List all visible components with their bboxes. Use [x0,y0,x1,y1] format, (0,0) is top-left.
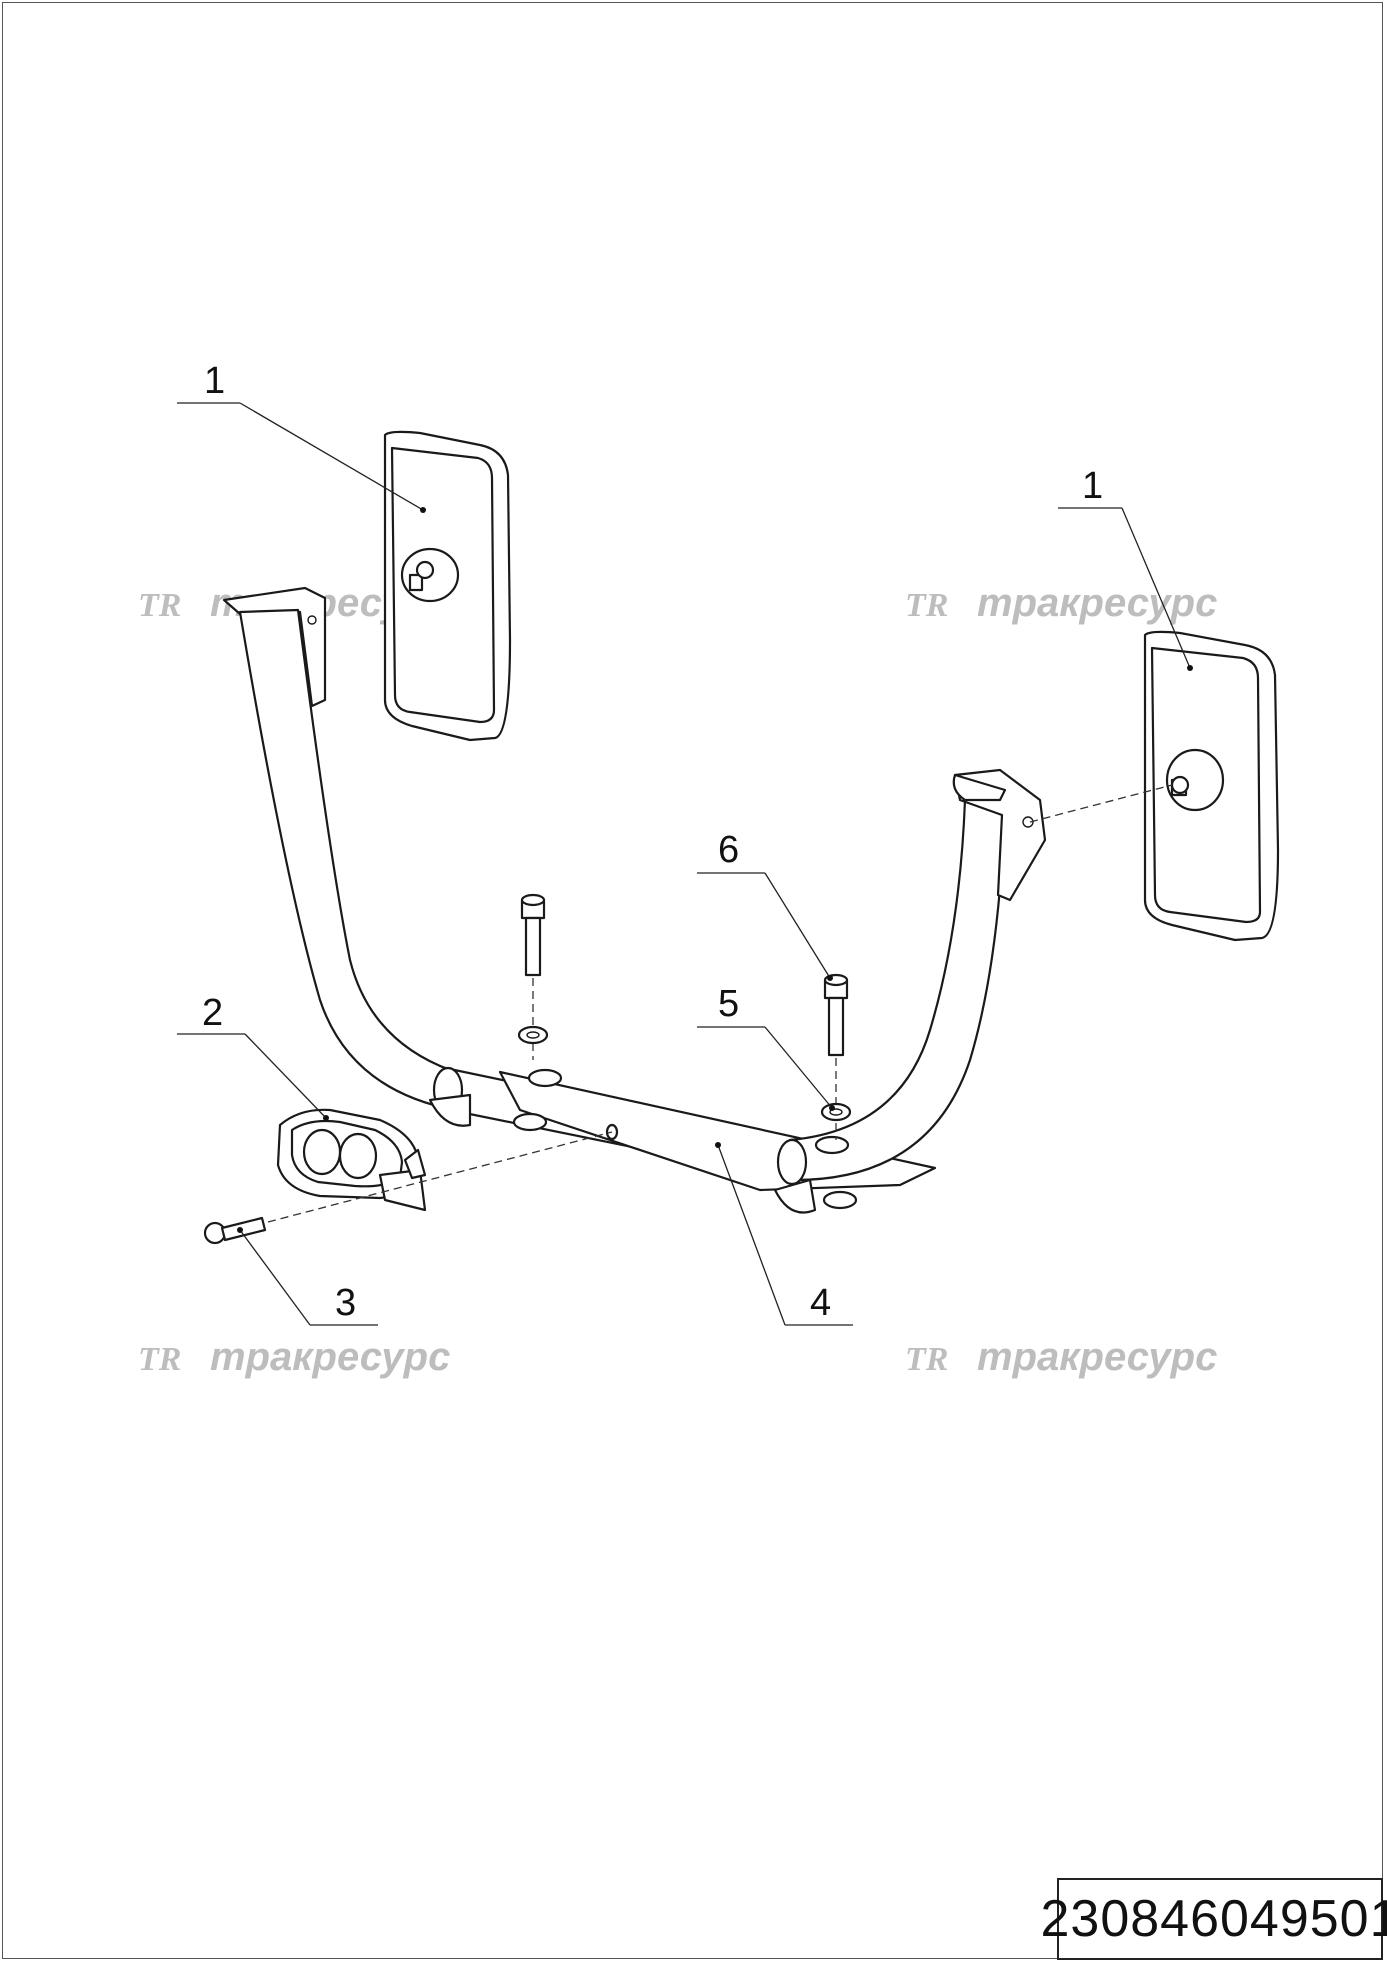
svg-text:5: 5 [718,983,739,1025]
callout-5: 5 [697,983,835,1111]
svg-text:тракресурс: тракресурс [977,581,1217,625]
bolt-right-assembly [820,973,852,1140]
svg-text:3: 3 [335,1282,356,1324]
axis-mirror-right [1029,784,1173,823]
svg-text:TR: TR [138,1341,181,1378]
svg-text:TR: TR [905,1341,948,1378]
svg-text:4: 4 [810,1282,831,1324]
lamp-bolt [203,1216,267,1245]
mirror-left [383,430,512,742]
svg-text:1: 1 [1082,465,1103,507]
svg-text:тракресурс: тракресурс [977,1335,1217,1379]
callout-3: 3 [237,1227,378,1326]
watermark-bottom-left: TR тракресурс [138,1335,450,1379]
callout-1-left: 1 [177,360,426,513]
document-number: 230846049501 [1040,1890,1387,1948]
watermark-top-right: TR тракресурс [905,581,1217,625]
mirror-bracket-frame [222,586,1047,1214]
bolt-left-assembly [517,893,549,1060]
callout-2: 2 [177,992,329,1121]
callout-6: 6 [697,829,833,981]
axis-lamp-to-frame [267,1131,613,1223]
watermark-bottom-right: TR тракресурс [905,1335,1217,1379]
svg-text:1: 1 [204,360,225,402]
svg-text:6: 6 [718,829,739,871]
document-number-box: 230846049501 [1040,1878,1387,1960]
svg-text:TR: TR [138,587,181,624]
svg-text:TR: TR [905,587,948,624]
callout-4: 4 [715,1142,853,1326]
svg-text:тракресурс: тракресурс [210,1335,450,1379]
callout-1-right: 1 [1058,465,1193,671]
svg-text:2: 2 [202,992,223,1034]
mirror-right [1143,630,1280,942]
work-lamp [276,1108,427,1212]
